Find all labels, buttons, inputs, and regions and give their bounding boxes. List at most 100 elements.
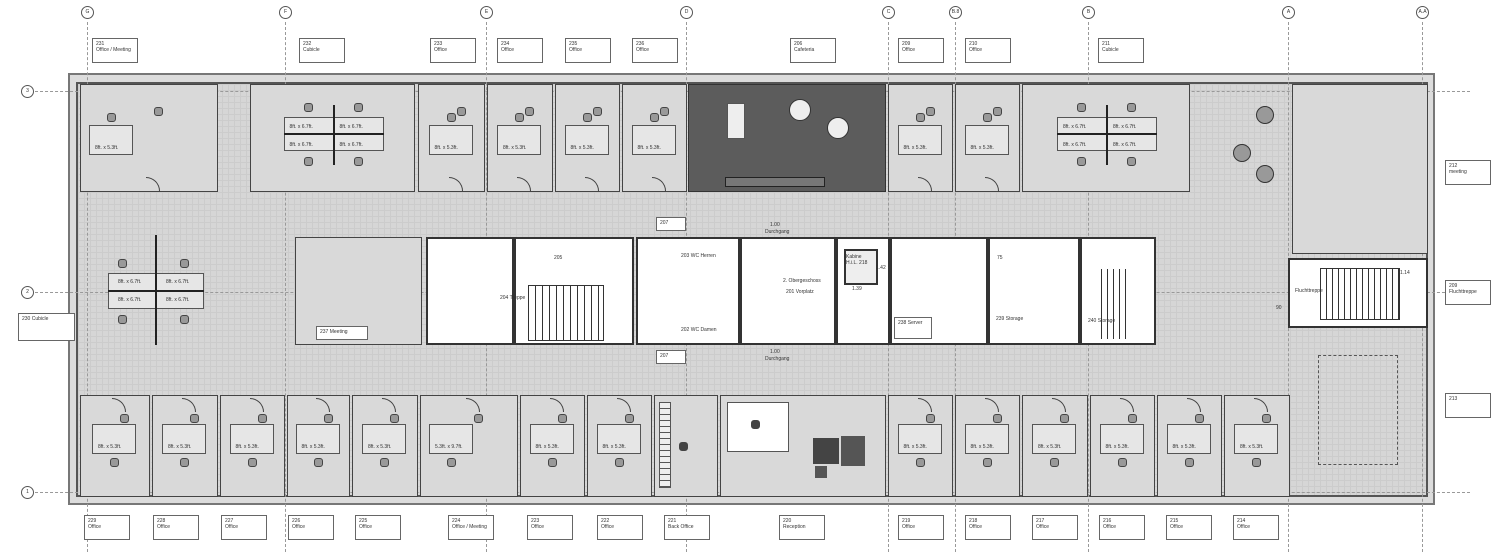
desk-size-label: 5.3ft. x 9.7ft. <box>435 444 463 450</box>
elevator-height-dim: 1.42 <box>876 265 886 271</box>
kitchen-counter <box>725 177 825 187</box>
door-icon <box>1052 398 1066 412</box>
door-icon <box>448 177 463 191</box>
room-name: Fluchttreppe <box>1449 289 1477 295</box>
room-off: 8ft. x 5.3ft. <box>418 84 485 192</box>
round-table <box>1256 106 1274 124</box>
room-name: Office <box>225 524 238 530</box>
room-tag-213: 213 <box>1445 393 1491 418</box>
desk <box>897 125 942 155</box>
room-number: 218 <box>969 518 978 524</box>
room-name: Office <box>1170 524 1183 530</box>
grid-bubble-col: D <box>680 6 693 19</box>
door-icon <box>549 398 564 412</box>
room-name: Office <box>434 47 447 53</box>
room-number: 225 <box>359 518 368 524</box>
desk-size-label: 8ft. x 6.7ft. <box>166 279 190 285</box>
room-back <box>654 395 718 497</box>
grid-bubble-col: A <box>1282 6 1295 19</box>
room-off: 8ft. x 5.3ft. <box>1224 395 1290 497</box>
room-number: 235 <box>569 41 578 47</box>
visitor-chair <box>1060 414 1069 423</box>
visitor-chair <box>257 414 267 423</box>
room-name: Office <box>902 47 915 53</box>
grid-bubble-col: E <box>480 6 493 19</box>
meeting-237-label: 237 Meeting <box>320 329 348 335</box>
visitor-chair <box>1127 414 1137 423</box>
room-number: 214 <box>1237 518 1246 524</box>
elevator <box>836 237 890 345</box>
armchair <box>815 466 827 478</box>
visitor-chair <box>925 107 935 116</box>
corridor-label: 207 <box>660 353 669 359</box>
desk-size-label: 8ft. x 5.3ft. <box>434 145 458 151</box>
room-number: 224 <box>452 518 461 524</box>
visitor-chair <box>474 414 483 423</box>
desk <box>229 424 274 454</box>
corridor-tag-top: 207 <box>656 217 686 231</box>
passage-label-bottom: Durchgang <box>765 356 790 362</box>
chair <box>380 458 389 467</box>
desk-size-label: 8ft. x 6.7ft. <box>1063 124 1087 130</box>
storage-240 <box>1080 237 1156 345</box>
room-name: Office <box>969 524 982 530</box>
door-icon <box>466 398 480 412</box>
chair <box>982 458 992 467</box>
desk <box>596 424 641 454</box>
desk <box>428 125 473 155</box>
visitor-chair <box>154 107 163 116</box>
desk-size-label: 8ft. x 5.3ft. <box>235 444 259 450</box>
desk-size-label: 8ft. x 6.7ft. <box>289 124 313 130</box>
desk <box>162 424 206 454</box>
visitor-chair <box>456 107 466 116</box>
room-number: 236 <box>636 41 645 47</box>
room-cub: 8ft. x 6.7ft.8ft. x 6.7ft.8ft. x 6.7ft.8… <box>250 84 415 192</box>
dim-114: 1.14 <box>1400 270 1410 276</box>
visitor-chair <box>624 414 634 423</box>
chair <box>582 113 592 122</box>
passage-width-bottom: 1.00 <box>770 349 780 355</box>
server-label: 238 Server <box>898 320 923 326</box>
chair <box>1050 458 1059 467</box>
room-name: Office <box>569 47 582 53</box>
desk <box>295 424 340 454</box>
door-icon <box>146 177 160 191</box>
chair <box>303 157 313 166</box>
desk <box>964 424 1009 454</box>
door-icon <box>315 398 330 412</box>
room-name: Office <box>501 47 514 53</box>
desk-size-label: 8ft. x 5.3ft. <box>168 444 192 450</box>
desk <box>1032 424 1076 454</box>
cubicle-divider <box>332 105 335 165</box>
room-number: 213 <box>1449 396 1458 402</box>
room-off: 8ft. x 5.3ft. <box>1090 395 1155 497</box>
stair-204 <box>514 237 634 345</box>
round-table <box>1233 144 1251 162</box>
room-number: 229 <box>88 518 97 524</box>
door-icon <box>182 398 196 412</box>
lobby-label: 201 Vorplatz <box>786 289 814 295</box>
desk <box>1099 424 1144 454</box>
wc-block <box>636 237 740 345</box>
lounge-table <box>813 438 839 464</box>
desk-size-label: 8ft. x 6.7ft. <box>289 142 313 148</box>
visitor-chair <box>992 414 1002 423</box>
room-off: 8ft. x 5.3ft. <box>352 395 418 497</box>
desk <box>362 424 406 454</box>
storage-239-label: 239 Storage <box>996 316 1024 322</box>
room-number: 206 <box>794 41 803 47</box>
room-rec <box>720 395 886 497</box>
room-off: 8ft. x 5.3ft. <box>888 395 953 497</box>
